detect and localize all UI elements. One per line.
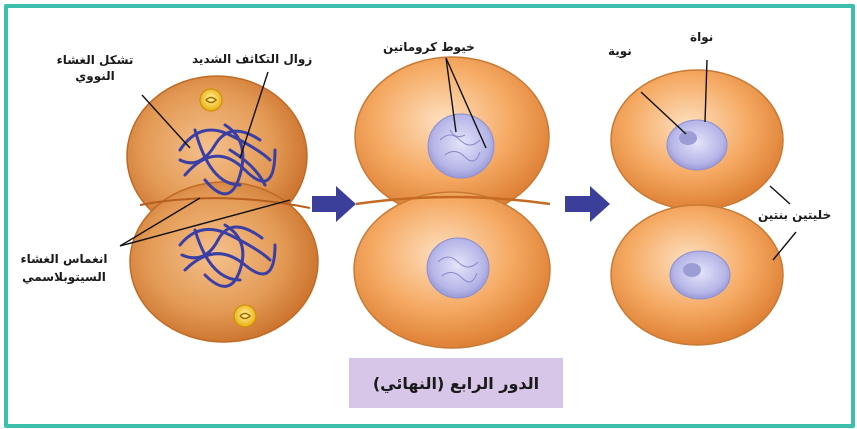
upper-centrosome [200, 89, 222, 111]
label-nucleolus: نوية [608, 44, 632, 58]
stage-title: الدور الرابع (النهائي) [349, 358, 563, 408]
upper-daughter-nucleus [667, 120, 727, 170]
label-line: انغماس الغشاء [12, 250, 116, 268]
label-condensation-disappears: زوال التكاثف الشديد [192, 52, 312, 66]
label-line: السيتوبلاسمي [12, 268, 116, 286]
lower-nucleolus [683, 263, 701, 277]
lower-nucleus [427, 238, 489, 298]
right-arrow-icon [565, 186, 610, 222]
label-nucleus: نواة [690, 30, 713, 44]
label-daughter-cells: خليتين بنتين [758, 208, 831, 222]
lower-daughter-nucleus [670, 251, 730, 299]
upper-nucleus [428, 114, 494, 178]
label-nuclear-envelope-forms: تشكل الغشاء النووي [40, 52, 150, 84]
label-line: تشكل الغشاء [40, 52, 150, 68]
upper-nucleolus [679, 131, 697, 145]
label-chromatin-threads: خيوط كروماتين [383, 40, 475, 54]
early-telophase-cell [127, 76, 318, 342]
label-cytoplasmic-membrane-constriction: انغماس الغشاء السيتوبلاسمي [12, 250, 116, 286]
right-arrow-icon [312, 186, 356, 222]
label-line: النووي [40, 68, 150, 84]
lower-centrosome [234, 305, 256, 327]
